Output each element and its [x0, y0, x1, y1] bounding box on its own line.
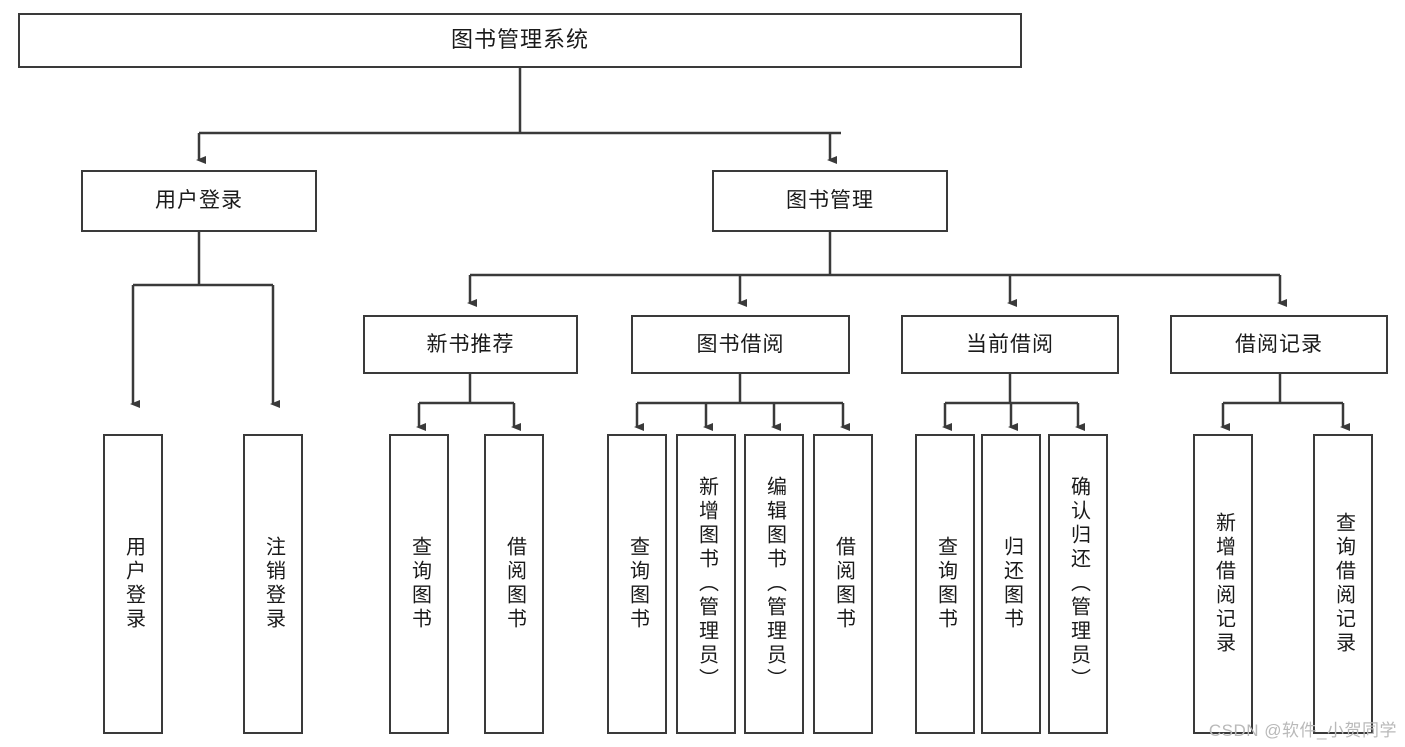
leaf-user-login-logout[interactable]: 注销登录	[243, 434, 303, 734]
node-label: 查询图书	[934, 536, 957, 632]
node-user-login[interactable]: 用户登录	[81, 170, 317, 232]
leaf-current-return-book[interactable]: 归还图书	[981, 434, 1041, 734]
node-label: 借阅图书	[832, 536, 855, 632]
leaf-current-confirm-return[interactable]: 确认归还（管理员）	[1048, 434, 1108, 734]
leaf-borrow-query-book[interactable]: 查询图书	[607, 434, 667, 734]
node-label: 归还图书	[1000, 536, 1023, 632]
leaf-recommend-borrow-book[interactable]: 借阅图书	[484, 434, 544, 734]
node-label: 图书管理	[786, 189, 874, 213]
node-book-management[interactable]: 图书管理	[712, 170, 948, 232]
node-label: 用户登录	[122, 536, 145, 632]
node-label: 查询借阅记录	[1332, 512, 1355, 656]
leaf-record-add-record[interactable]: 新增借阅记录	[1193, 434, 1253, 734]
node-label: 当前借阅	[966, 332, 1054, 356]
node-label: 图书借阅	[696, 332, 785, 356]
node-label: 新增借阅记录	[1212, 512, 1235, 656]
leaf-record-query-record[interactable]: 查询借阅记录	[1313, 434, 1373, 734]
leaf-borrow-borrow-book[interactable]: 借阅图书	[813, 434, 873, 734]
leaf-borrow-edit-book[interactable]: 编辑图书（管理员）	[744, 434, 804, 734]
node-label: 用户登录	[155, 189, 243, 213]
node-new-book-recommend[interactable]: 新书推荐	[363, 315, 578, 374]
node-borrow-record[interactable]: 借阅记录	[1170, 315, 1388, 374]
leaf-current-query-book[interactable]: 查询图书	[915, 434, 975, 734]
node-book-borrow[interactable]: 图书借阅	[631, 315, 850, 374]
node-label: 确认归还（管理员）	[1067, 476, 1090, 692]
node-label: 编辑图书（管理员）	[763, 476, 786, 692]
node-root-system[interactable]: 图书管理系统	[18, 13, 1022, 68]
leaf-recommend-query-book[interactable]: 查询图书	[389, 434, 449, 734]
node-label: 新书推荐	[426, 332, 515, 356]
node-label: 注销登录	[262, 536, 285, 632]
node-label: 查询图书	[626, 536, 649, 632]
leaf-user-login-login[interactable]: 用户登录	[103, 434, 163, 734]
watermark-text: CSDN @软件_小贺同学	[1208, 721, 1397, 740]
node-label: 图书管理系统	[450, 27, 589, 53]
node-label: 借阅图书	[503, 536, 526, 632]
node-label: 借阅记录	[1235, 332, 1323, 356]
leaf-borrow-add-book[interactable]: 新增图书（管理员）	[676, 434, 736, 734]
node-label: 新增图书（管理员）	[695, 476, 718, 692]
node-current-borrow[interactable]: 当前借阅	[901, 315, 1119, 374]
node-label: 查询图书	[408, 536, 431, 632]
